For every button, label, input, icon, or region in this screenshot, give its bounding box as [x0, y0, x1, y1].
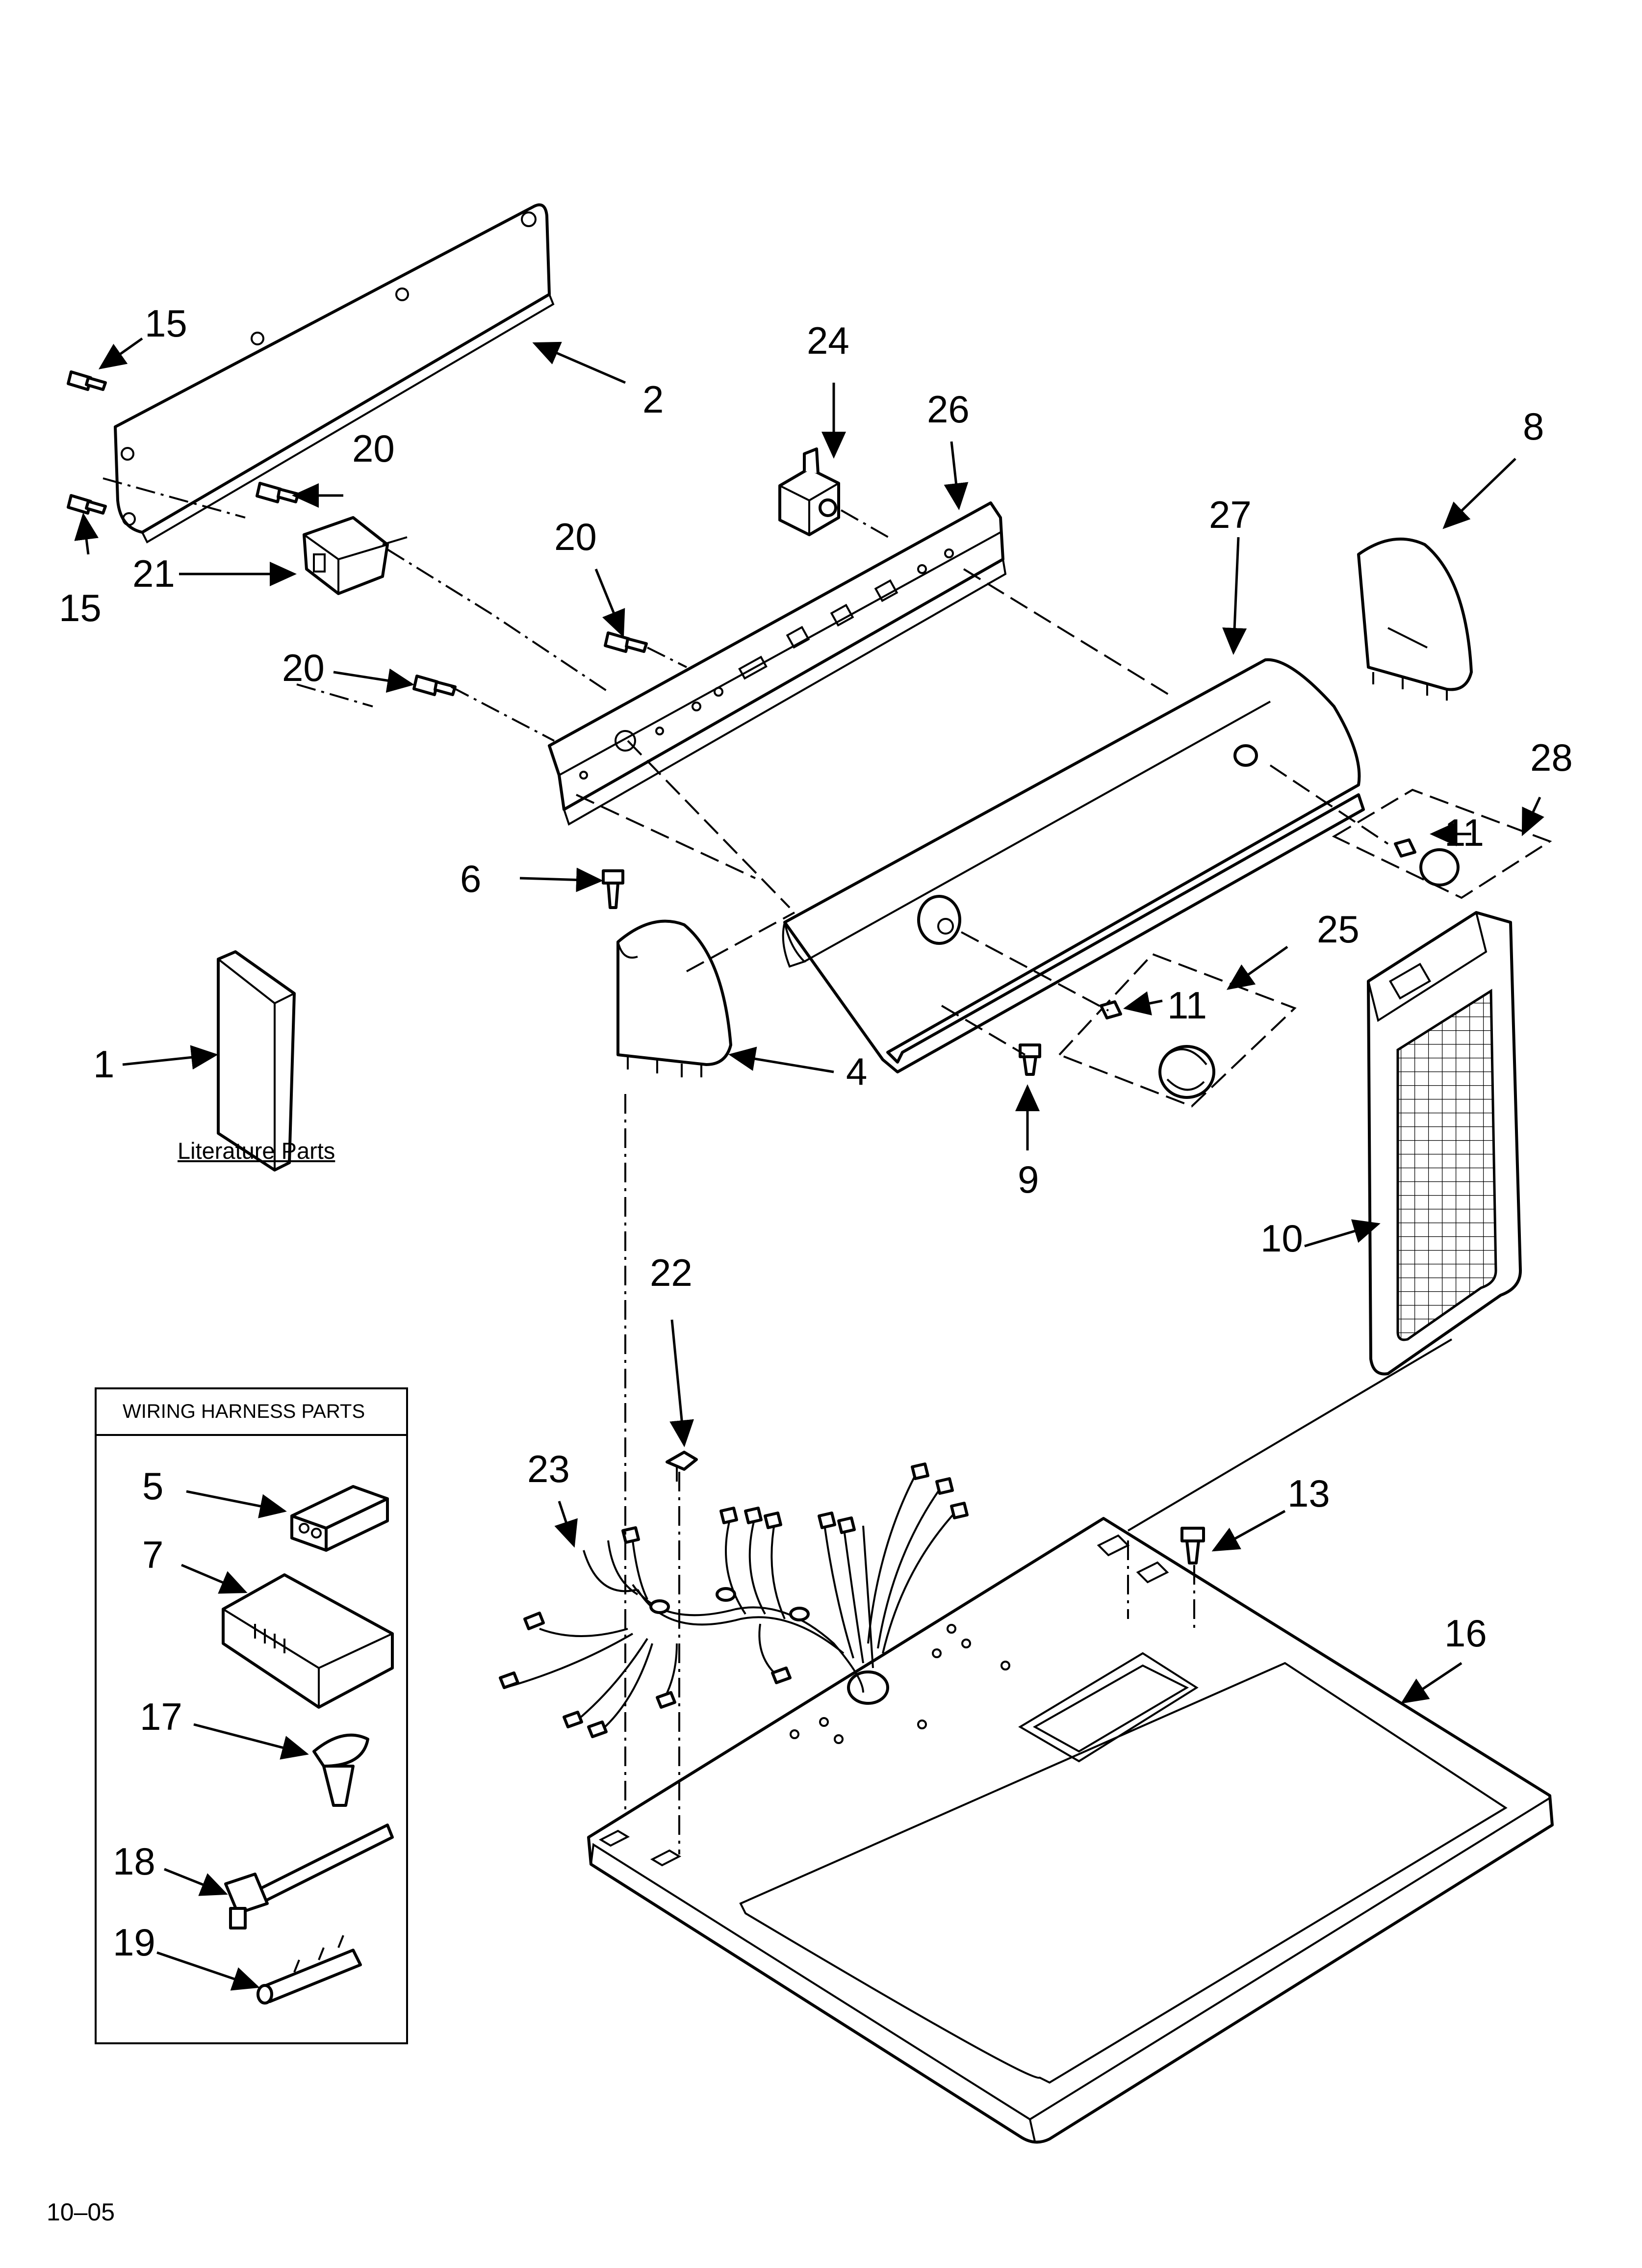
literature-parts-caption: Literature Parts	[178, 1138, 335, 1164]
switch-part-24	[778, 447, 840, 536]
terminal-part-19	[257, 1935, 362, 2005]
callout-8: 8	[1523, 405, 1544, 448]
console-part-27	[782, 658, 1365, 1073]
callout-20-lower: 20	[282, 646, 325, 689]
knob-kit-part-28	[1332, 788, 1552, 899]
callout-15-top: 15	[145, 302, 187, 345]
wiring-harness-parts-box	[95, 1387, 408, 2044]
callout-21: 21	[132, 552, 175, 595]
end-cap-part-4	[616, 919, 732, 1077]
callout-22: 22	[650, 1251, 693, 1294]
callout-18: 18	[113, 1840, 155, 1883]
callout-11-right: 11	[1444, 811, 1484, 854]
timer-part-21	[303, 516, 408, 595]
knob-kit-part-25	[1057, 953, 1297, 1108]
top-cover-part-16	[587, 1517, 1554, 2144]
callout-9: 9	[1018, 1158, 1039, 1201]
callout-26: 26	[927, 388, 970, 431]
wiring-harness-box-title: WIRING HARNESS PARTS	[123, 1401, 365, 1422]
callout-6: 6	[460, 857, 482, 900]
rear-panel-part-2	[114, 203, 555, 544]
wiring-harness-part-23	[499, 1462, 969, 1738]
clip-part-17	[312, 1733, 369, 1807]
callout-13: 13	[1287, 1472, 1330, 1515]
callout-2: 2	[642, 378, 664, 421]
clip-part-22	[666, 1451, 698, 1482]
callout-19: 19	[113, 1921, 155, 1964]
callout-1: 1	[93, 1043, 115, 1086]
screw-15-upper	[67, 370, 107, 391]
callout-20-mid: 20	[554, 515, 597, 558]
callout-5: 5	[142, 1464, 164, 1508]
callout-25: 25	[1317, 908, 1360, 951]
footer-date: 10–05	[47, 2198, 115, 2226]
assembly-guide-lines	[103, 477, 1453, 1854]
callout-11-center: 11	[1167, 984, 1207, 1027]
callout-arrows	[74, 337, 1544, 1991]
callout-16: 16	[1444, 1612, 1487, 1655]
screw-15-lower	[67, 494, 107, 515]
screw-part-13	[1180, 1527, 1205, 1564]
callout-20-left: 20	[352, 427, 395, 470]
screw-part-9	[1019, 1043, 1041, 1076]
callout-17: 17	[140, 1695, 182, 1738]
connector-part-5	[290, 1485, 389, 1552]
callout-4: 4	[846, 1050, 868, 1093]
callout-23: 23	[527, 1447, 570, 1490]
lint-screen-part-10	[1367, 911, 1522, 1376]
callout-15-bottom: 15	[59, 586, 102, 629]
callout-27: 27	[1209, 493, 1252, 536]
cable-tie-part-18	[224, 1824, 394, 1929]
callout-7: 7	[142, 1533, 164, 1576]
callout-28: 28	[1530, 736, 1573, 779]
callout-10: 10	[1260, 1217, 1303, 1260]
screw-20-c	[412, 675, 457, 696]
literature-part-1	[217, 950, 296, 1172]
screw-part-6	[602, 869, 624, 909]
screw-20-a	[256, 482, 300, 503]
screw-20-b	[604, 631, 648, 653]
terminal-block-part-7	[222, 1573, 394, 1709]
callout-24: 24	[807, 319, 849, 362]
end-cap-part-8	[1357, 537, 1473, 701]
control-bracket-part-26	[548, 501, 1007, 826]
